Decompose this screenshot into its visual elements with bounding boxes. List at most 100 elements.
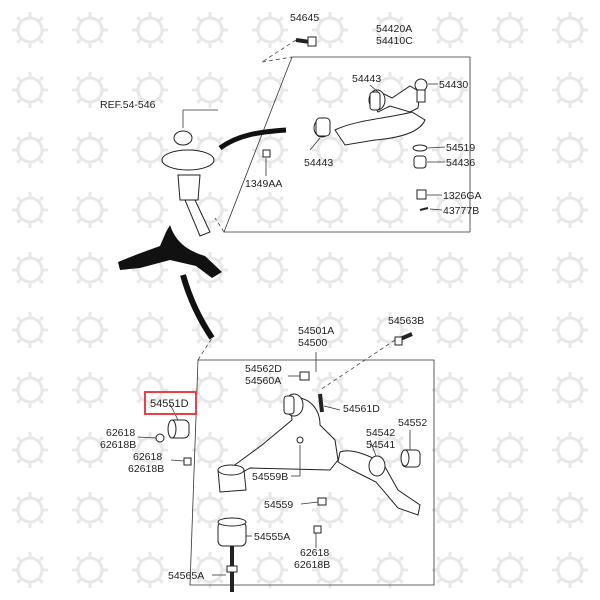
- watermark-gear-tooth: [316, 256, 322, 262]
- watermark-gear-icon: [496, 136, 524, 164]
- watermark-gear-icon: [136, 556, 164, 584]
- watermark-gear-icon: [556, 556, 584, 584]
- watermark-gear-tooth: [556, 436, 562, 442]
- watermark-gear-tooth: [518, 398, 524, 404]
- watermark-gear-icon: [376, 196, 404, 224]
- watermark-gear-tooth: [38, 76, 44, 82]
- watermark-gear-tooth: [376, 316, 382, 322]
- watermark-gear-tooth: [76, 16, 82, 22]
- watermark-gear-tooth: [316, 16, 322, 22]
- watermark-gear-tooth: [436, 278, 442, 284]
- watermark-gear-tooth: [338, 16, 344, 22]
- label-54542: 54542: [366, 427, 395, 439]
- watermark-gear-tooth: [16, 218, 22, 224]
- watermark-gear-tooth: [158, 376, 164, 382]
- watermark-gear-tooth: [196, 38, 202, 44]
- watermark-gear-tooth: [338, 98, 344, 104]
- watermark-gear-icon: [376, 556, 404, 584]
- watermark-gear-tooth: [518, 76, 524, 82]
- watermark-gear-tooth: [278, 136, 284, 142]
- watermark-gear-tooth: [458, 376, 464, 382]
- watermark-gear-tooth: [398, 278, 404, 284]
- watermark-gear-icon: [196, 496, 224, 524]
- watermark-gear-tooth: [76, 398, 82, 404]
- watermark-gear-tooth: [338, 376, 344, 382]
- watermark-gear-tooth: [196, 578, 202, 584]
- watermark-gear-icon: [316, 496, 344, 524]
- watermark-gear-tooth: [496, 196, 502, 202]
- watermark-gear-icon: [436, 256, 464, 284]
- watermark-gear-tooth: [158, 556, 164, 562]
- watermark-gear-icon: [16, 16, 44, 44]
- watermark-gear-tooth: [76, 338, 82, 344]
- watermark-gear-tooth: [458, 98, 464, 104]
- watermark-gear-icon: [76, 16, 104, 44]
- bolt-54563B-icon: [319, 332, 413, 391]
- lower-control-arm-icon: [183, 371, 339, 592]
- watermark-gear-tooth: [398, 578, 404, 584]
- watermark-gear-tooth: [458, 338, 464, 344]
- watermark-pattern: [12, 12, 588, 588]
- watermark-gear-tooth: [158, 218, 164, 224]
- watermark-gear-tooth: [518, 556, 524, 562]
- watermark-gear-tooth: [436, 338, 442, 344]
- watermark-gear-tooth: [316, 76, 322, 82]
- watermark-gear-icon: [76, 556, 104, 584]
- watermark-gear-tooth: [376, 218, 382, 224]
- watermark-gear-tooth: [278, 338, 284, 344]
- watermark-gear-tooth: [376, 256, 382, 262]
- strut-assembly-icon: [118, 127, 287, 340]
- watermark-gear-tooth: [16, 158, 22, 164]
- watermark-gear-tooth: [278, 376, 284, 382]
- watermark-gear-tooth: [158, 496, 164, 502]
- label-54552: 54552: [398, 417, 427, 429]
- watermark-gear-tooth: [196, 338, 202, 344]
- label-54500: 54500: [298, 337, 327, 349]
- bushing-54551D-icon: [155, 419, 190, 443]
- watermark-gear-tooth: [218, 256, 224, 262]
- watermark-gear-icon: [556, 256, 584, 284]
- watermark-gear-icon: [256, 136, 284, 164]
- watermark-gear-tooth: [338, 256, 344, 262]
- watermark-gear-icon: [16, 256, 44, 284]
- watermark-gear-tooth: [98, 38, 104, 44]
- watermark-gear-tooth: [278, 218, 284, 224]
- watermark-gear-tooth: [496, 278, 502, 284]
- watermark-gear-tooth: [398, 556, 404, 562]
- watermark-gear-tooth: [76, 278, 82, 284]
- watermark-gear-icon: [16, 376, 44, 404]
- watermark-gear-tooth: [136, 38, 142, 44]
- watermark-gear-tooth: [338, 158, 344, 164]
- watermark-gear-tooth: [458, 136, 464, 142]
- watermark-gear-icon: [76, 76, 104, 104]
- watermark-gear-tooth: [98, 556, 104, 562]
- watermark-gear-tooth: [556, 578, 562, 584]
- watermark-gear-tooth: [398, 376, 404, 382]
- watermark-gear-tooth: [578, 398, 584, 404]
- label-54436: 54436: [446, 157, 475, 169]
- watermark-gear-icon: [136, 496, 164, 524]
- watermark-gear-tooth: [316, 218, 322, 224]
- bolt-54645-icon: [261, 36, 317, 63]
- watermark-gear-icon: [76, 316, 104, 344]
- watermark-gear-tooth: [398, 76, 404, 82]
- watermark-gear-icon: [16, 436, 44, 464]
- watermark-gear-tooth: [496, 556, 502, 562]
- watermark-gear-tooth: [338, 196, 344, 202]
- watermark-gear-tooth: [518, 278, 524, 284]
- watermark-gear-tooth: [496, 158, 502, 164]
- watermark-gear-tooth: [16, 436, 22, 442]
- watermark-gear-tooth: [578, 518, 584, 524]
- watermark-gear-tooth: [398, 158, 404, 164]
- watermark-gear-tooth: [556, 316, 562, 322]
- watermark-gear-tooth: [136, 436, 142, 442]
- watermark-gear-tooth: [158, 76, 164, 82]
- watermark-gear-tooth: [338, 278, 344, 284]
- watermark-gear-icon: [376, 16, 404, 44]
- watermark-gear-tooth: [518, 218, 524, 224]
- watermark-gear-tooth: [278, 38, 284, 44]
- watermark-gear-tooth: [376, 496, 382, 502]
- watermark-gear-tooth: [376, 278, 382, 284]
- watermark-gear-tooth: [518, 578, 524, 584]
